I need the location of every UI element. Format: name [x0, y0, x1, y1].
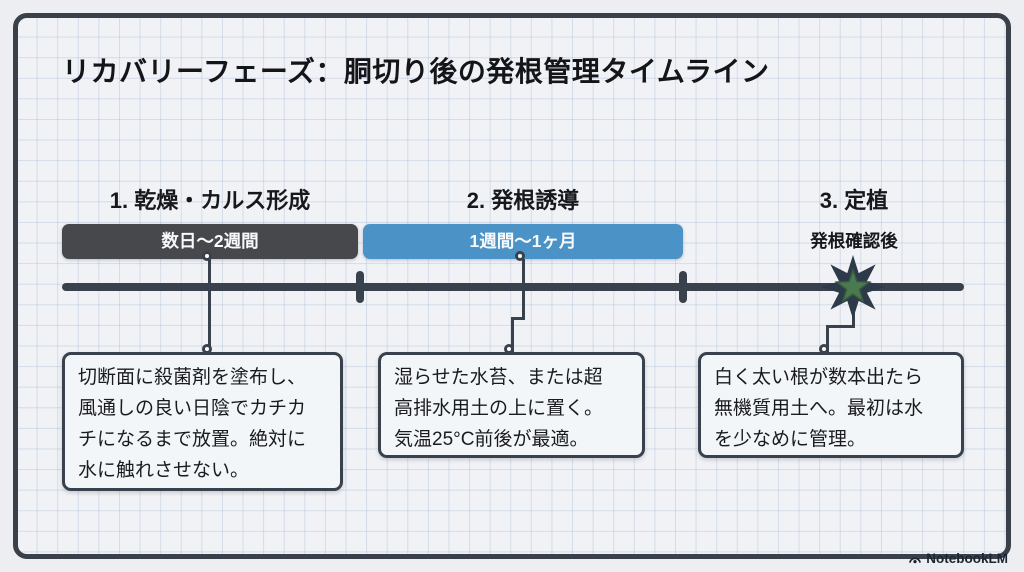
watermark-label: NotebookLM: [926, 551, 1008, 566]
phase-3-heading: 3. 定植: [819, 188, 889, 213]
connector-line-phase-1: [208, 259, 211, 353]
connector-node: [202, 251, 212, 261]
note-line: 高排水用土の上に置く。: [394, 398, 604, 419]
note-line: 風通しの良い日陰でカチカ: [78, 398, 307, 419]
timeline-axis: [62, 283, 964, 291]
phase-1-note-box: 切断面に殺菌剤を塗布し、 風通しの良い日陰でカチカ チになるまで放置。絶対に 水…: [62, 352, 343, 491]
timeline-tick-2: [679, 271, 687, 303]
timeline-tick-1: [356, 271, 364, 303]
phase-2-note-box: 湿らせた水苔、または超 高排水用土の上に置く。 気温25°C前後が最適。: [378, 352, 645, 458]
phase-2-heading: 2. 発根誘導: [466, 188, 580, 213]
connector-line-phase-2: [522, 259, 525, 320]
phase-1-heading: 1. 乾燥・カルス形成: [109, 188, 311, 213]
connector-line-phase-2: [511, 317, 514, 354]
connector-line-phase-3: [826, 325, 829, 354]
note-line: 水に触れさせない。: [78, 460, 250, 481]
note-line: 切断面に殺菌剤を塗布し、: [78, 367, 307, 388]
phase-3-note-box: 白く太い根が数本出たら 無機質用土へ。最初は水 を少なめに管理。: [698, 352, 964, 458]
note-line: 無機質用土へ。最初は水: [714, 398, 924, 419]
note-line: 気温25°C前後が最適。: [394, 429, 589, 450]
page-title: リカバリーフェーズ：胴切り後の発根管理タイムライン: [62, 56, 770, 87]
note-line: を少なめに管理。: [714, 429, 867, 450]
star-burst-icon: [821, 255, 885, 319]
connector-node: [515, 251, 525, 261]
phase-1-duration-label: 数日〜2週間: [161, 231, 259, 251]
connector-node: [202, 344, 212, 354]
connector-line-phase-2: [511, 317, 525, 320]
note-line: 湿らせた水苔、または超: [394, 367, 603, 388]
connector-line-phase-3: [826, 325, 855, 328]
note-line: チになるまで放置。絶対に: [78, 429, 307, 450]
notebooklm-watermark: NotebookLM: [908, 551, 1008, 566]
notebooklm-logo-icon: [909, 557, 922, 563]
connector-node: [504, 344, 514, 354]
note-line: 白く太い根が数本出たら: [714, 367, 924, 388]
connector-node: [819, 344, 829, 354]
phase-2-duration-label: 1週間〜1ヶ月: [469, 231, 577, 251]
phase-3-timing-label: 発根確認後: [810, 231, 898, 251]
